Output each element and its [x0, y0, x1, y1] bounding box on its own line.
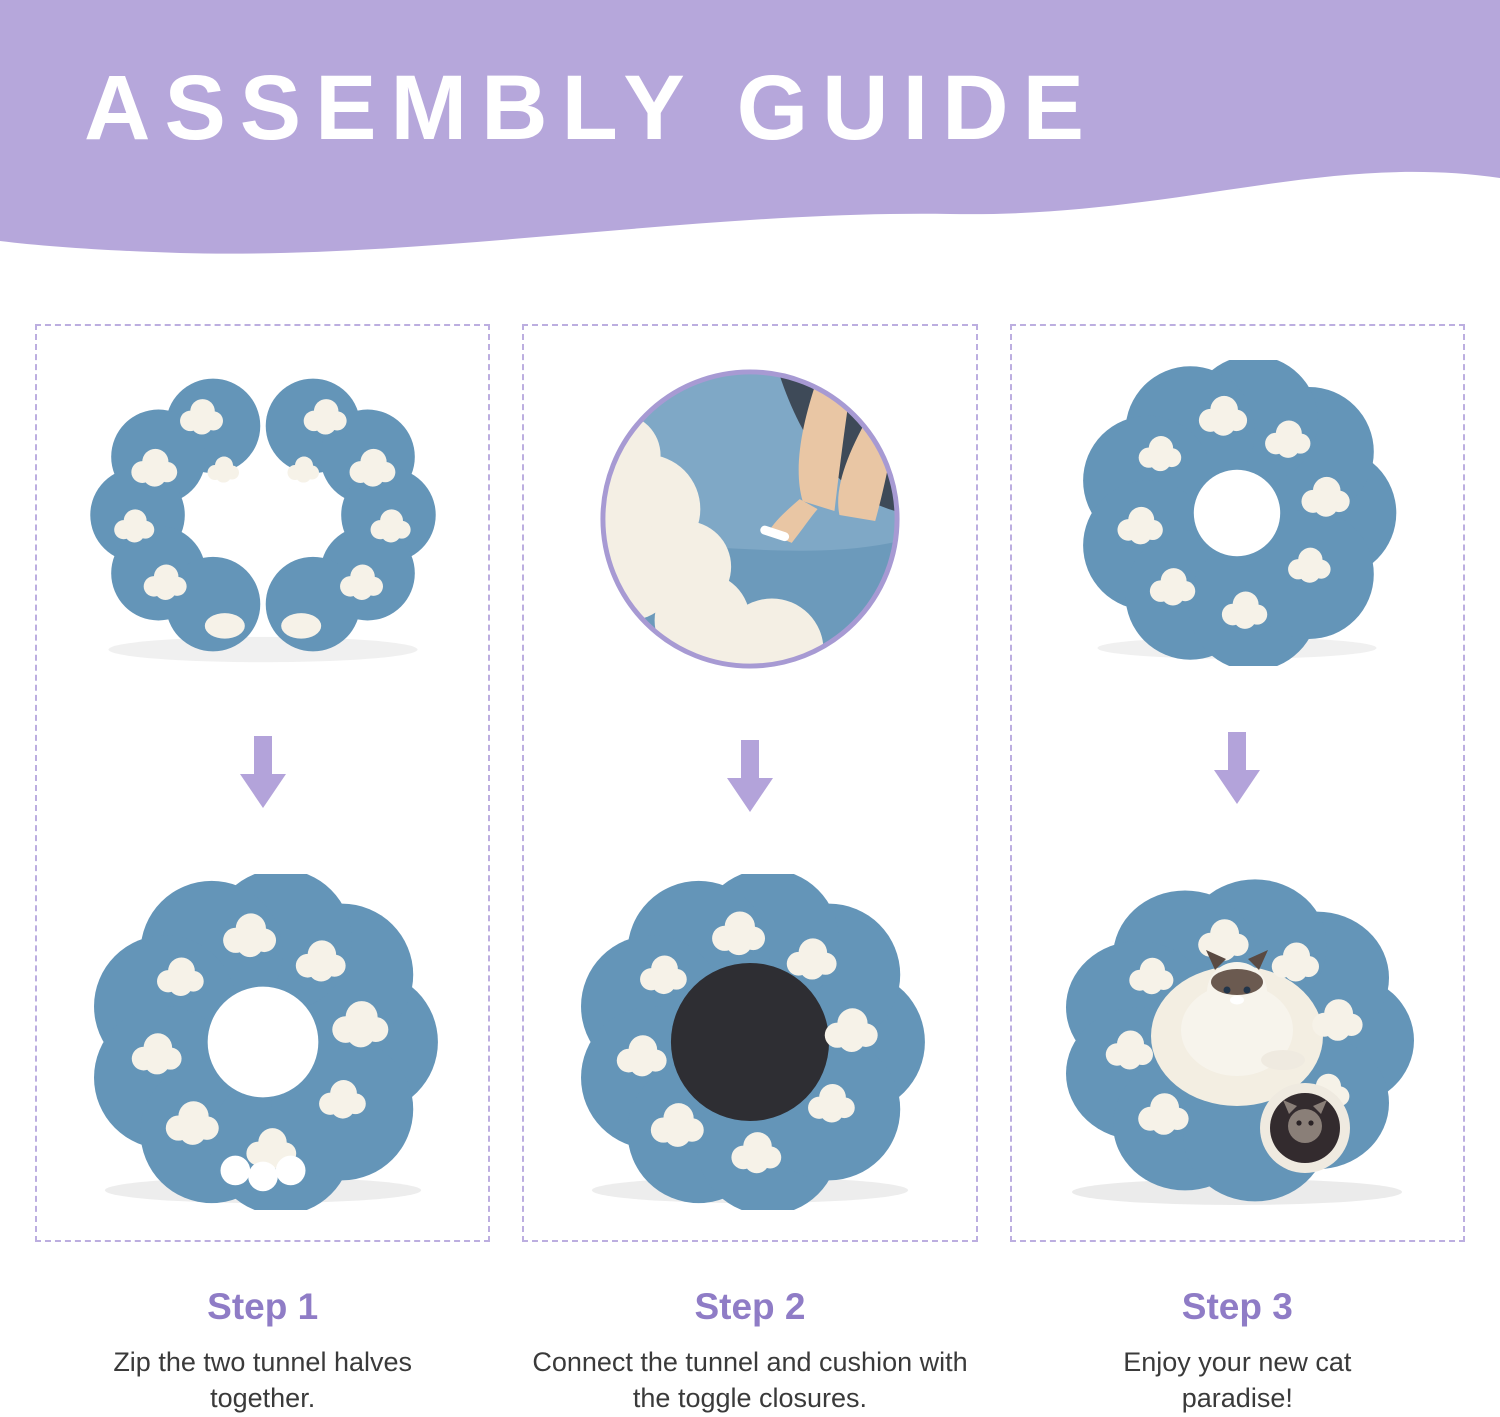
page-title: ASSEMBLY GUIDE: [84, 57, 1098, 159]
tunnel-opening: [1260, 1083, 1351, 1173]
arrow-down-icon: [1214, 732, 1261, 804]
step-2-description: Connect the tunnel and cushion with the …: [532, 1347, 968, 1414]
step-3-title: Step 3: [1181, 1286, 1293, 1327]
step-1-column: Step 1 Zip the two tunnel halves togethe…: [35, 324, 491, 1417]
step-3-description: Enjoy your new cat paradise!: [1123, 1347, 1352, 1414]
step-3-panel: [1009, 324, 1465, 1242]
cat-in-tunnel-bed-illustration: [1066, 879, 1415, 1205]
steps-row: Step 1 Zip the two tunnel halves togethe…: [0, 324, 1500, 1417]
cat-figure: [1181, 950, 1306, 1076]
step-2-column: Step 2 Connect the tunnel and cushion wi…: [522, 324, 978, 1417]
assembled-tunnel-top-illustration: [1083, 360, 1397, 666]
tunnel-with-cushion-illustration: [580, 874, 925, 1210]
step-1-description: Zip the two tunnel halves together.: [113, 1347, 412, 1414]
zipped-tunnel-ring-illustration: [93, 874, 438, 1210]
header-wave-shape: [0, 0, 1500, 254]
arrow-down-icon: [239, 736, 286, 808]
step-1-panel: [35, 324, 491, 1242]
arrow-down-icon: [726, 740, 773, 812]
step-2-panel: [522, 324, 978, 1242]
step-1-title: Step 1: [207, 1286, 319, 1327]
header-banner: ASSEMBLY GUIDE: [0, 0, 1500, 272]
toggle-closure-photo: [600, 369, 900, 669]
tunnel-halves-illustration: [89, 378, 436, 663]
step-3-column: Step 3 Enjoy your new cat paradise!: [1009, 324, 1465, 1417]
step-2-title: Step 2: [694, 1286, 806, 1327]
